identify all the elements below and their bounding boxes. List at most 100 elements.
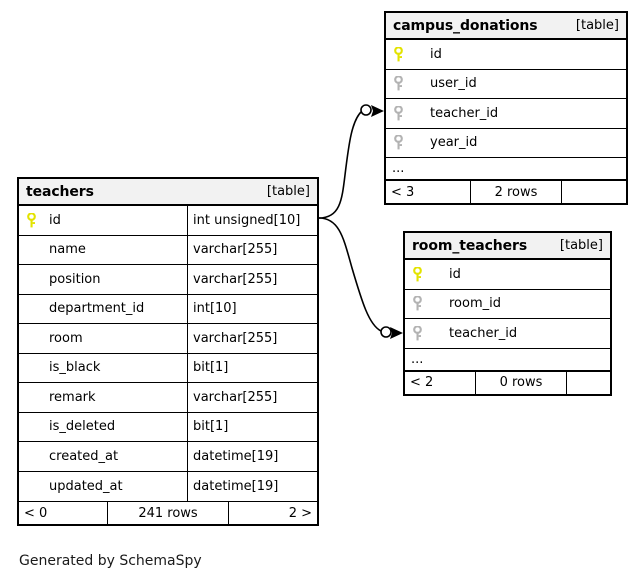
column-name-rt-id: id: [449, 266, 461, 282]
entity-header-teachers: teachers [table]: [19, 179, 317, 206]
column-row-cd-id[interactable]: id: [386, 40, 626, 70]
column-row-updated_at[interactable]: updated_at datetime[19]: [19, 471, 317, 502]
column-name-cell-updated_at: updated_at: [19, 472, 187, 502]
column-row-cd-user_id[interactable]: user_id: [386, 70, 626, 99]
column-name-cd-user_id: user_id: [430, 76, 477, 92]
entity-title-teachers: teachers: [26, 183, 94, 200]
column-name-cd-year_id: year_id: [430, 135, 478, 151]
entity-columns-campus_donations: id user_id: [386, 40, 626, 180]
column-row-rt-teacher_id[interactable]: teacher_id: [405, 319, 610, 349]
entity-footer-room_teachers: < 2 0 rows: [405, 370, 610, 394]
column-row-cd-year_id[interactable]: year_id: [386, 129, 626, 158]
column-name-created_at: created_at: [49, 448, 119, 464]
entity-campus_donations[interactable]: campus_donations [table] id: [384, 11, 628, 205]
primary-key-icon: [25, 212, 38, 228]
column-name-cell-department_id: department_id: [19, 295, 187, 324]
column-name-cell-rt-id: id: [405, 260, 461, 289]
column-row-rt-room_id[interactable]: room_id: [405, 290, 610, 319]
entity-footer-teachers: < 0 241 rows 2 >: [19, 501, 317, 524]
next-degree-teachers[interactable]: 2 >: [288, 505, 312, 521]
column-name-updated_at: updated_at: [49, 478, 123, 494]
column-name-cell-id: id: [19, 206, 187, 235]
foreign-key-icon: [411, 296, 424, 311]
column-type-updated_at: datetime[19]: [187, 471, 317, 501]
entity-kind-campus_donations: [table]: [575, 18, 619, 33]
column-name-cell-position: position: [19, 265, 187, 294]
column-name-id: id: [49, 212, 61, 228]
edge-teachers-campus_donations: [318, 104, 384, 219]
foreign-key-icon: [392, 105, 405, 121]
entity-columns-teachers: id int unsigned[10] name varchar[255] po…: [19, 206, 317, 501]
column-name-cd-id: id: [430, 46, 442, 62]
column-name-name: name: [49, 242, 86, 258]
entity-kind-teachers: [table]: [266, 184, 310, 199]
primary-key-icon: [392, 46, 405, 62]
column-name-department_id: department_id: [49, 301, 145, 317]
column-name-cell-rt-room_id: room_id: [405, 290, 501, 319]
more-columns-indicator-room_teachers: ...: [405, 349, 610, 371]
column-name-remark: remark: [49, 389, 96, 405]
column-name-cell-cd-year_id: year_id: [386, 129, 477, 158]
column-row-created_at[interactable]: created_at datetime[19]: [19, 442, 317, 472]
entity-kind-room_teachers: [table]: [559, 238, 603, 253]
column-type-remark: varchar[255]: [187, 383, 317, 412]
column-name-is_deleted: is_deleted: [49, 419, 116, 435]
column-type-department_id: int[10]: [187, 294, 317, 323]
foreign-key-icon: [411, 325, 424, 341]
entity-room_teachers[interactable]: room_teachers [table] id: [403, 231, 612, 396]
column-name-cell-created_at: created_at: [19, 442, 187, 471]
column-row-name[interactable]: name varchar[255]: [19, 235, 317, 265]
next-degree-room_teachers[interactable]: [567, 372, 610, 394]
column-row-is_deleted[interactable]: is_deleted bit[1]: [19, 412, 317, 442]
more-columns-indicator-campus_donations: ...: [386, 158, 626, 180]
entity-title-campus_donations: campus_donations: [393, 17, 538, 34]
column-type-is_deleted: bit[1]: [187, 412, 317, 441]
column-name-rt-teacher_id: teacher_id: [449, 325, 518, 341]
column-name-position: position: [49, 271, 101, 287]
column-type-name: varchar[255]: [187, 235, 317, 264]
primary-key-icon: [411, 266, 424, 282]
column-row-position[interactable]: position varchar[255]: [19, 265, 317, 295]
foreign-key-icon: [392, 135, 405, 150]
column-name-is_black: is_black: [49, 360, 101, 376]
column-row-department_id[interactable]: department_id int[10]: [19, 294, 317, 324]
next-degree-campus_donations[interactable]: [562, 181, 626, 203]
prev-degree-room_teachers[interactable]: < 2: [410, 375, 434, 390]
prev-degree-teachers[interactable]: < 0: [24, 505, 48, 521]
column-row-room[interactable]: room varchar[255]: [19, 324, 317, 354]
entity-title-room_teachers: room_teachers: [412, 237, 528, 254]
column-row-rt-id[interactable]: id: [405, 260, 610, 290]
column-type-position: varchar[255]: [187, 265, 317, 294]
column-name-cell-cd-teacher_id: teacher_id: [386, 99, 498, 128]
column-row-is_black[interactable]: is_black bit[1]: [19, 353, 317, 383]
column-row-cd-teacher_id[interactable]: teacher_id: [386, 99, 626, 129]
generated-by-caption: Generated by SchemaSpy: [19, 553, 202, 569]
foreign-key-icon: [392, 76, 405, 91]
edge-teachers-room_teachers: [318, 217, 403, 339]
column-name-cell-is_deleted: is_deleted: [19, 413, 187, 442]
column-name-cd-teacher_id: teacher_id: [430, 105, 499, 121]
column-row-id[interactable]: id int unsigned[10]: [19, 206, 317, 236]
prev-degree-campus_donations[interactable]: < 3: [391, 184, 415, 200]
column-name-rt-room_id: room_id: [449, 296, 501, 312]
entity-header-campus_donations: campus_donations [table]: [386, 13, 626, 40]
column-name-room: room: [49, 330, 83, 346]
column-name-cell-cd-id: id: [386, 40, 442, 69]
entity-teachers[interactable]: teachers [table] id int unsigned[10]: [17, 177, 319, 526]
column-name-cell-cd-user_id: user_id: [386, 70, 477, 99]
column-name-cell-remark: remark: [19, 383, 187, 412]
column-row-remark[interactable]: remark varchar[255]: [19, 383, 317, 413]
entity-header-room_teachers: room_teachers [table]: [405, 233, 610, 260]
column-type-is_black: bit[1]: [187, 353, 317, 382]
row-count-teachers: 241 rows: [107, 502, 229, 524]
column-name-cell-name: name: [19, 236, 187, 265]
row-count-campus_donations: 2 rows: [470, 181, 562, 203]
column-name-cell-rt-teacher_id: teacher_id: [405, 319, 517, 348]
column-type-room: varchar[255]: [187, 324, 317, 353]
column-name-cell-room: room: [19, 324, 187, 353]
row-count-room_teachers: 0 rows: [475, 371, 567, 394]
entity-columns-room_teachers: id room_id: [405, 260, 610, 371]
entity-footer-campus_donations: < 3 2 rows: [386, 180, 626, 203]
column-type-created_at: datetime[19]: [187, 442, 317, 471]
